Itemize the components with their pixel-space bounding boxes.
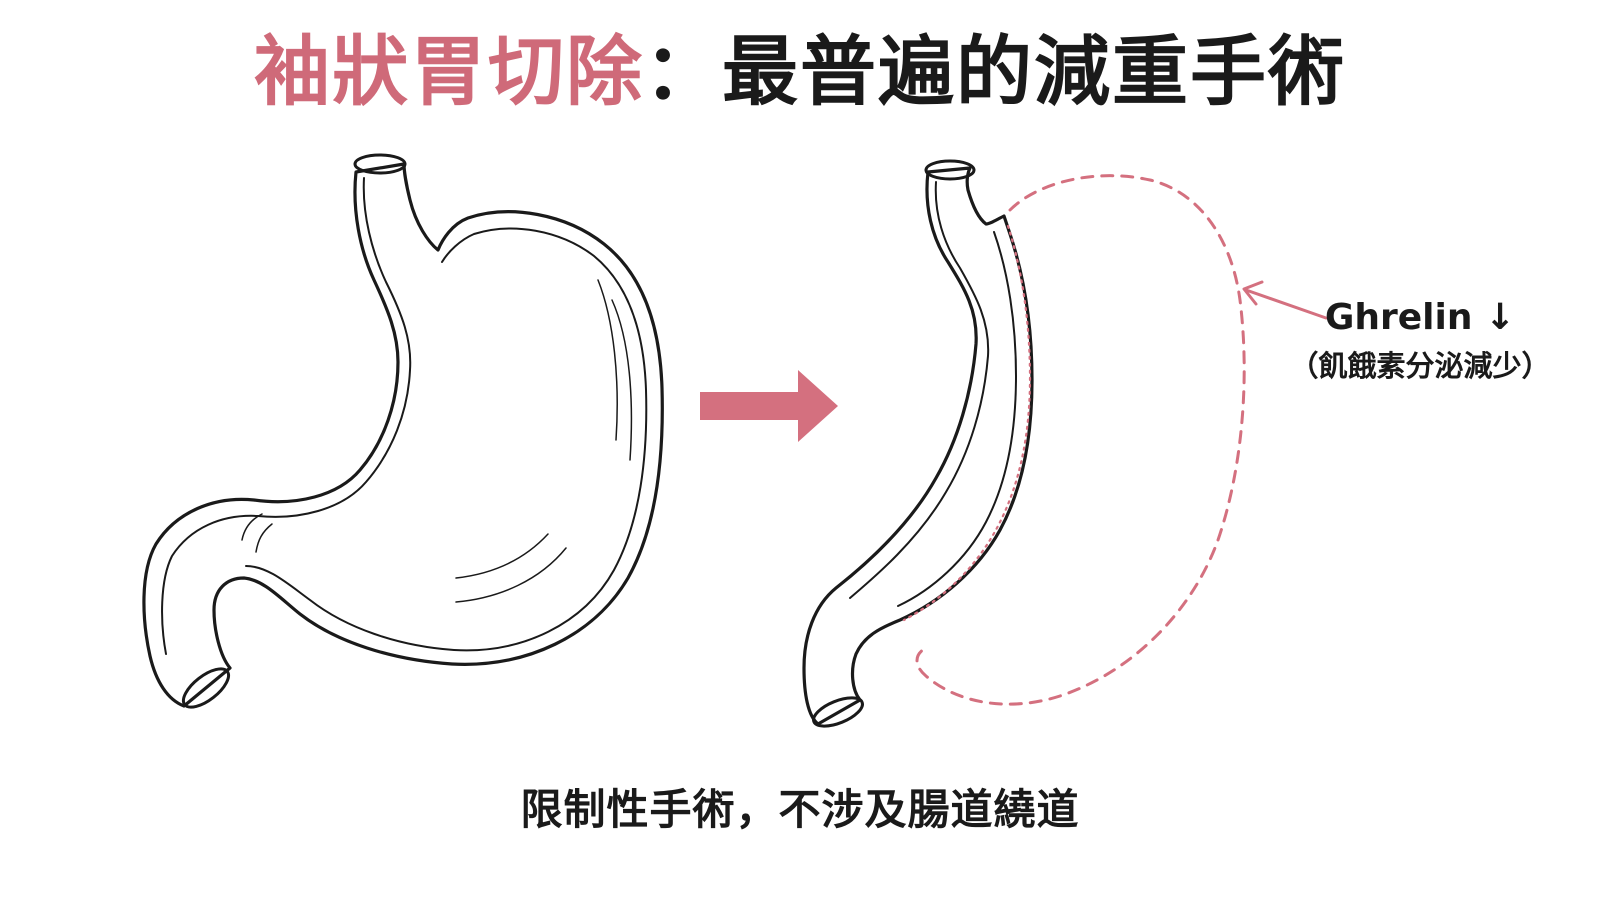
title-separator: ： (644, 27, 722, 116)
title-rest: 最普遍的減重手術 (722, 27, 1346, 116)
staple-line (902, 224, 1032, 622)
ghrelin-note: （飢餓素分泌減少） (1289, 349, 1551, 383)
page-title: 袖狀胃切除：最普遍的減重手術 (0, 22, 1600, 122)
ghrelin-label: Ghrelin ↓ (1324, 297, 1516, 338)
bottom-caption: 限制性手術，不涉及腸道繞道 (520, 785, 1080, 834)
ghrelin-pointer-arrow (1242, 280, 1328, 320)
normal-esophagus-opening (353, 153, 407, 175)
normal-stomach-inner-wall (161, 177, 648, 655)
sleeve-stomach-inner-wall (849, 181, 1017, 607)
sleeve-duodenum-opening (812, 696, 864, 728)
ghrelin-annotation: Ghrelin ↓ （飢餓素分泌減少） (1270, 294, 1570, 388)
sleeve-esophagus-opening (924, 159, 976, 181)
removed-portion-outline (915, 174, 1246, 706)
title-highlight: 袖狀胃切除 (254, 27, 644, 116)
sleeve-stomach-outline (802, 166, 1034, 726)
normal-duodenum-opening (181, 667, 231, 709)
normal-stomach-illustration (142, 153, 664, 709)
transition-arrow (700, 370, 838, 442)
sleeve-stomach-illustration (802, 159, 1034, 728)
normal-stomach-outline (142, 162, 664, 708)
